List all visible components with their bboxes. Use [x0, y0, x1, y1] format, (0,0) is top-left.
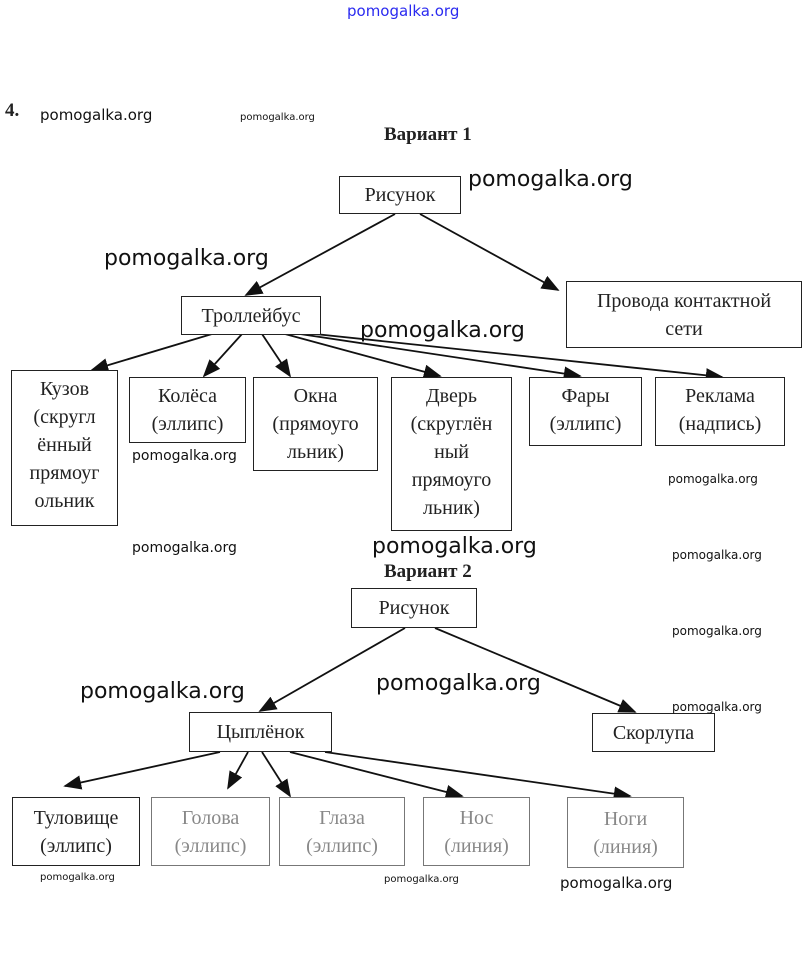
watermark: pomogalka.org	[372, 534, 537, 559]
watermark: pomogalka.org	[468, 167, 633, 192]
torso-box: Туловище (эллипс)	[12, 797, 140, 866]
arrow	[434, 627, 637, 713]
label: Колёса	[158, 385, 217, 407]
label: льник)	[287, 441, 344, 463]
label: ённый	[37, 434, 92, 456]
nose-box: Нос (линия)	[423, 797, 530, 866]
watermark: pomogalka.org	[132, 448, 237, 464]
watermark: pomogalka.org	[40, 106, 153, 124]
arrow	[227, 751, 249, 790]
label: Ноги	[603, 807, 648, 830]
watermark: pomogalka.org	[384, 874, 459, 885]
arrow	[202, 333, 243, 378]
label: Фары	[561, 385, 610, 407]
label: (эллипс)	[174, 834, 247, 857]
windows-box: Окна (прямоуго льник)	[253, 377, 378, 471]
label: (скругл	[33, 406, 96, 428]
label: Цыплёнок	[216, 721, 305, 743]
label: ный	[434, 441, 469, 463]
label: Нос	[459, 806, 494, 829]
arrow	[261, 333, 291, 378]
task-number: 4.	[5, 100, 20, 121]
v2-root-box: Рисунок	[351, 588, 477, 628]
arrow	[261, 751, 291, 798]
watermark: pomogalka.org	[360, 318, 525, 343]
label: (линия)	[444, 834, 509, 857]
watermark: pomogalka.org	[560, 874, 673, 892]
chick-box: Цыплёнок	[189, 712, 332, 752]
arrow	[63, 751, 221, 790]
arrow	[289, 751, 464, 799]
label: (эллипс)	[151, 413, 224, 435]
headlights-box: Фары (эллипс)	[529, 377, 642, 446]
label: (эллипс)	[549, 413, 622, 435]
watermark: pomogalka.org	[668, 472, 758, 486]
watermark: pomogalka.org	[40, 872, 115, 883]
label: Глаза	[319, 806, 365, 829]
label: Окна	[293, 385, 338, 407]
arrow	[419, 213, 560, 291]
arrow	[244, 213, 396, 296]
label: прямоуго	[411, 469, 492, 491]
wheels-box: Колёса (эллипс)	[129, 377, 246, 443]
watermark: pomogalka.org	[672, 548, 762, 562]
legs-box: Ноги (линия)	[567, 797, 684, 868]
watermark: pomogalka.org	[80, 679, 245, 704]
watermark: pomogalka.org	[240, 112, 315, 123]
label: Кузов	[39, 378, 90, 400]
arrow	[314, 333, 724, 383]
label: Скорлупа	[612, 721, 695, 744]
label: (эллипс)	[40, 834, 112, 857]
site-header-watermark[interactable]: pomogalka.org	[347, 2, 460, 20]
label: льник)	[423, 497, 480, 519]
watermark: pomogalka.org	[672, 700, 762, 714]
watermark: pomogalka.org	[672, 624, 762, 638]
arrow	[299, 333, 582, 381]
head-box: Голова (эллипс)	[151, 797, 270, 866]
label: Дверь	[426, 385, 477, 407]
label: Голова	[181, 806, 240, 829]
label: Рисунок	[364, 184, 436, 206]
label: (прямоуго	[272, 413, 359, 435]
shell-box: Скорлупа	[592, 713, 715, 752]
wires-box: Провода контактной сети	[566, 281, 802, 348]
label: прямоуг	[29, 462, 100, 484]
trolleybus-box: Троллейбус	[181, 296, 321, 335]
label: Туловище	[33, 806, 119, 829]
label: Рисунок	[378, 597, 450, 619]
label: (линия)	[593, 835, 658, 858]
door-box: Дверь (скруглён ный прямоуго льник)	[391, 377, 512, 531]
ad-box: Реклама (надпись)	[655, 377, 785, 446]
label: Троллейбус	[201, 304, 301, 327]
eyes-box: Глаза (эллипс)	[279, 797, 405, 866]
variant1-title: Вариант 1	[384, 124, 472, 145]
label: (скруглён	[410, 413, 493, 435]
variant2-title: Вариант 2	[384, 561, 472, 582]
label: Провода контактной	[596, 289, 772, 312]
watermark: pomogalka.org	[376, 671, 541, 696]
arrow	[258, 627, 406, 712]
arrow	[284, 333, 442, 379]
label: (надпись)	[678, 413, 762, 435]
watermark: pomogalka.org	[104, 246, 269, 271]
label: Реклама	[685, 385, 755, 407]
arrow	[324, 751, 632, 801]
v1-root-box: Рисунок	[339, 176, 461, 214]
watermark: pomogalka.org	[132, 540, 237, 556]
label: сети	[665, 317, 703, 340]
arrow	[90, 333, 213, 373]
body-box: Кузов (скругл ённый прямоуг ольник	[11, 370, 118, 526]
label: ольник	[34, 490, 95, 512]
label: (эллипс)	[306, 834, 378, 857]
